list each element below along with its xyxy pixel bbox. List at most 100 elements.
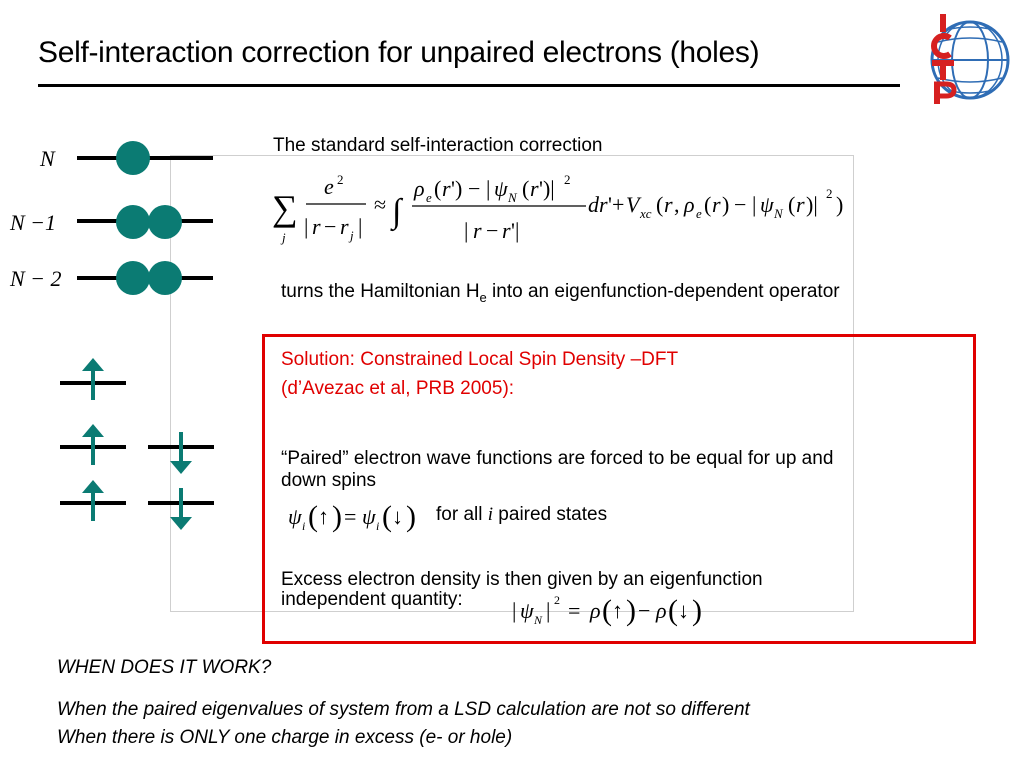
svg-text:,: , bbox=[674, 192, 680, 217]
svg-text:(: ( bbox=[704, 192, 711, 217]
svg-text:(: ( bbox=[308, 500, 318, 533]
svg-text:|: | bbox=[464, 218, 468, 243]
level-label-n: N bbox=[40, 146, 55, 171]
svg-text:(: ( bbox=[668, 594, 678, 627]
svg-text:ρ: ρ bbox=[655, 598, 667, 623]
svg-text:−: − bbox=[486, 218, 498, 243]
electron-dot bbox=[148, 261, 182, 295]
svg-text:): ) bbox=[626, 594, 636, 627]
svg-text:V: V bbox=[626, 192, 642, 217]
svg-text:ψ: ψ bbox=[288, 504, 302, 529]
electron-dot bbox=[116, 141, 150, 175]
svg-text:N: N bbox=[773, 206, 784, 221]
svg-text:ψ: ψ bbox=[362, 504, 376, 529]
svg-text:r: r bbox=[473, 218, 482, 243]
svg-text:j: j bbox=[280, 230, 286, 245]
content-frame bbox=[170, 155, 854, 612]
title-underline bbox=[38, 84, 900, 87]
electron-dot bbox=[116, 205, 150, 239]
paired-equation: ψ i ( ↑ ) = ψ i ( ↓ ) bbox=[288, 500, 416, 533]
svg-text:↑: ↑ bbox=[318, 504, 329, 529]
svg-text:(: ( bbox=[656, 192, 663, 217]
paired-states-label: paired states bbox=[493, 504, 608, 525]
svg-text:↑: ↑ bbox=[612, 598, 623, 623]
svg-text:i: i bbox=[376, 519, 379, 533]
svg-text:(: ( bbox=[602, 594, 612, 627]
level-label-n-1: N −1 bbox=[10, 210, 57, 235]
svg-text:r: r bbox=[340, 214, 349, 239]
paired-states-text: for all i paired states bbox=[436, 504, 607, 526]
electron-dot bbox=[148, 205, 182, 239]
spin-diagram bbox=[60, 358, 214, 530]
answer-line-1: When the paired eigenvalues of system fr… bbox=[57, 699, 750, 720]
svg-text:|: | bbox=[546, 598, 550, 623]
paired-text-line1: “Paired” electron wave functions are for… bbox=[281, 448, 834, 469]
svg-text:): ) bbox=[836, 192, 843, 217]
svg-text:'+: '+ bbox=[608, 192, 624, 217]
hamiltonian-subscript: e bbox=[479, 289, 487, 305]
paired-text-line2: down spins bbox=[281, 470, 377, 491]
intro-text: The standard self-interaction correction bbox=[273, 135, 603, 156]
svg-text:N: N bbox=[507, 190, 518, 205]
excess-density-equation: | ψ N | 2 = ρ ( ↑ ) − ρ ( ↓ ) bbox=[512, 593, 702, 627]
svg-text:r: r bbox=[502, 218, 511, 243]
svg-text:e: e bbox=[324, 174, 334, 199]
electron-dot bbox=[116, 261, 150, 295]
svg-text:ρ: ρ bbox=[589, 598, 601, 623]
solution-box bbox=[262, 334, 976, 644]
svg-text:(: ( bbox=[522, 176, 529, 201]
excess-text-line2: independent quantity: bbox=[281, 589, 463, 610]
svg-text:|: | bbox=[486, 176, 490, 201]
svg-text:e: e bbox=[426, 190, 432, 205]
svg-text:N: N bbox=[533, 613, 543, 627]
solution-title: Solution: Constrained Local Spin Density… bbox=[281, 349, 679, 370]
svg-text:'|: '| bbox=[511, 218, 519, 243]
svg-text:↓: ↓ bbox=[392, 504, 403, 529]
svg-text:r: r bbox=[712, 192, 721, 217]
svg-text:r: r bbox=[664, 192, 673, 217]
solution-reference: (d’Avezac et al, PRB 2005): bbox=[281, 378, 515, 399]
svg-text:=: = bbox=[344, 504, 356, 529]
svg-text:r: r bbox=[312, 214, 321, 239]
svg-text:(: ( bbox=[788, 192, 795, 217]
svg-text:2: 2 bbox=[564, 172, 571, 187]
svg-text:−: − bbox=[324, 214, 336, 239]
excess-text-line1: Excess electron density is then given by… bbox=[281, 569, 763, 590]
hamiltonian-text-a: turns the Hamiltonian H bbox=[281, 281, 480, 302]
svg-text:ρ: ρ bbox=[683, 192, 695, 217]
svg-text:−: − bbox=[468, 176, 480, 201]
svg-text:ρ: ρ bbox=[413, 176, 425, 201]
hamiltonian-text: turns the Hamiltonian He into an eigenfu… bbox=[281, 281, 840, 305]
svg-text:≈: ≈ bbox=[374, 192, 386, 217]
svg-text:−: − bbox=[638, 598, 650, 623]
svg-text:2: 2 bbox=[337, 172, 344, 187]
svg-text:|: | bbox=[358, 214, 362, 239]
svg-text:↓: ↓ bbox=[678, 598, 689, 623]
svg-text:|: | bbox=[752, 192, 756, 217]
question-text: WHEN DOES IT WORK? bbox=[57, 657, 272, 678]
svg-text:ψ: ψ bbox=[520, 598, 534, 623]
svg-text:r: r bbox=[796, 192, 805, 217]
level-label-n-2: N − 2 bbox=[10, 266, 62, 291]
svg-text:2: 2 bbox=[826, 186, 833, 201]
svg-text:)|: )| bbox=[806, 192, 818, 217]
slide-title: Self-interaction correction for unpaired… bbox=[38, 36, 760, 69]
svg-text:e: e bbox=[696, 206, 702, 221]
svg-text:ψ: ψ bbox=[494, 176, 508, 201]
svg-text:r: r bbox=[530, 176, 539, 201]
svg-text:xc: xc bbox=[639, 206, 652, 221]
svg-text:2: 2 bbox=[554, 593, 560, 607]
svg-text:r: r bbox=[442, 176, 451, 201]
svg-text:j: j bbox=[348, 228, 354, 243]
svg-text:): ) bbox=[722, 192, 729, 217]
index-i: i bbox=[487, 504, 494, 525]
svg-text:|: | bbox=[304, 214, 308, 239]
svg-text:|: | bbox=[512, 598, 516, 623]
for-all-text: for all bbox=[436, 504, 488, 525]
svg-text:'): ') bbox=[451, 176, 462, 201]
svg-text:): ) bbox=[406, 500, 416, 533]
svg-text:): ) bbox=[332, 500, 342, 533]
ictp-logo bbox=[930, 14, 1010, 104]
svg-text:(: ( bbox=[382, 500, 392, 533]
svg-text:): ) bbox=[692, 594, 702, 627]
